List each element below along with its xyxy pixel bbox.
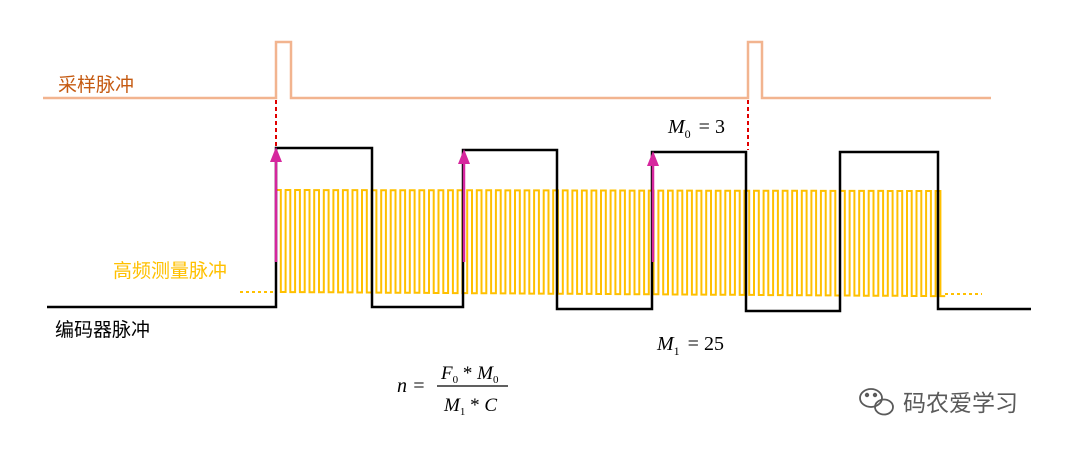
wechat-icon xyxy=(859,388,894,416)
formula-denominator: M1 * C xyxy=(443,395,497,418)
rising-edge-arrow-3 xyxy=(647,151,659,262)
rising-edge-arrow-2 xyxy=(458,149,470,262)
watermark-text: 码农爱学习 xyxy=(903,391,1018,417)
hf-pulse-label: 高频测量脉冲 xyxy=(113,260,227,282)
encoder-pulse-waveform xyxy=(47,146,1031,313)
hf-square-wave xyxy=(275,189,946,298)
sampling-pulse-label: 采样脉冲 xyxy=(58,74,134,96)
m0-annotation: M0= 3 xyxy=(667,116,725,141)
sampling-pulse-waveform xyxy=(43,40,991,100)
wechat-watermark: 码农爱学习 xyxy=(859,388,1018,417)
high-frequency-pulse-train xyxy=(275,189,946,298)
formula-lhs: n = xyxy=(397,375,426,397)
m1-annotation: M1= 25 xyxy=(656,333,724,358)
rising-edge-arrow-1 xyxy=(270,147,282,262)
encoder-pulse-label: 编码器脉冲 xyxy=(55,319,150,341)
speed-formula: n = F0 * M0 M1 * C xyxy=(397,363,508,418)
formula-numerator: F0 * M0 xyxy=(440,363,499,386)
